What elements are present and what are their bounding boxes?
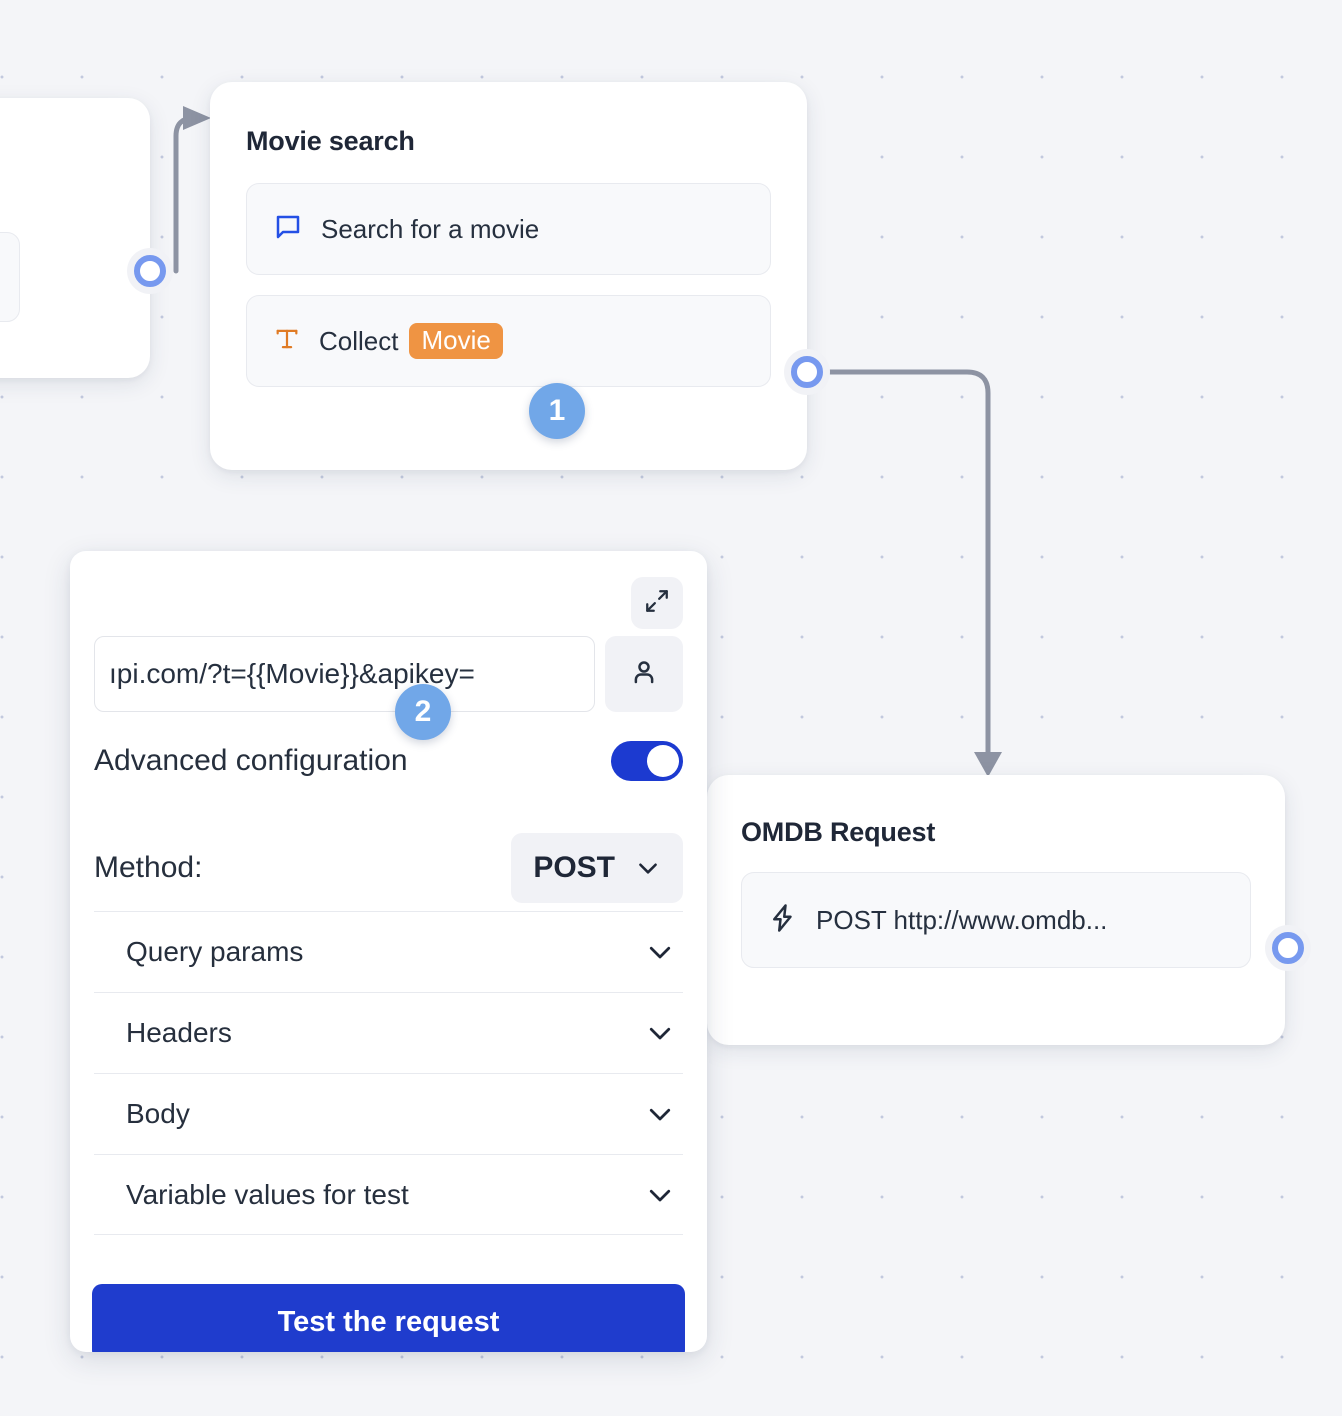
advanced-configuration-row[interactable]: Advanced configuration — [94, 741, 683, 781]
step-badge-2: 2 — [395, 684, 451, 740]
partial-node-card[interactable] — [0, 98, 150, 378]
chevron-down-icon[interactable] — [645, 1099, 675, 1129]
request-config-panel[interactable]: Advanced configuration Method: POST Quer… — [70, 551, 707, 1352]
advanced-configuration-toggle[interactable] — [611, 741, 683, 781]
chevron-down-icon[interactable] — [645, 1018, 675, 1048]
node-row-post-request[interactable]: POST http://www.omdb... — [741, 872, 1251, 968]
method-value: POST — [533, 851, 615, 885]
url-row[interactable] — [94, 636, 683, 712]
auth-user-button[interactable] — [605, 636, 683, 712]
lightning-icon — [768, 903, 798, 938]
partial-node-row[interactable] — [0, 232, 20, 322]
test-the-request-button[interactable]: Test the request — [92, 1284, 685, 1352]
request-sections-accordion: Query params Headers Body Variable value… — [94, 911, 683, 1235]
message-icon — [273, 212, 303, 247]
method-label: Method: — [94, 851, 202, 885]
accordion-item-variable-values-for-test[interactable]: Variable values for test — [94, 1154, 683, 1235]
node-row-label: Collect Movie — [319, 323, 503, 359]
request-url-input[interactable] — [94, 636, 595, 712]
accordion-label: Variable values for test — [126, 1179, 409, 1211]
method-row: Method: POST — [94, 833, 683, 903]
advanced-configuration-label: Advanced configuration — [94, 744, 408, 778]
node-row-search-for-a-movie[interactable]: Search for a movie — [246, 183, 771, 275]
connector-port-left-card[interactable] — [127, 248, 173, 294]
person-icon — [629, 657, 659, 692]
expand-diagonal-icon — [644, 588, 670, 619]
accordion-item-body[interactable]: Body — [94, 1073, 683, 1154]
chevron-down-icon — [635, 855, 661, 881]
chevron-down-icon[interactable] — [645, 937, 675, 967]
node-row-label: POST http://www.omdb... — [816, 905, 1107, 936]
text-type-icon — [273, 325, 301, 358]
movie-search-node[interactable]: Movie search Search for a movie — [210, 82, 807, 470]
variable-chip-movie[interactable]: Movie — [409, 323, 502, 359]
step-badge-1: 1 — [529, 383, 585, 439]
connector-port-omdb-request[interactable] — [1265, 925, 1311, 971]
omdb-request-title: OMDB Request — [741, 817, 1251, 848]
node-row-collect-movie[interactable]: Collect Movie — [246, 295, 771, 387]
accordion-label: Headers — [126, 1017, 232, 1049]
node-row-label: Search for a movie — [321, 214, 539, 245]
omdb-request-node[interactable]: OMDB Request POST http://www.omdb... — [707, 775, 1285, 1045]
accordion-item-headers[interactable]: Headers — [94, 992, 683, 1073]
accordion-item-query-params[interactable]: Query params — [94, 911, 683, 992]
connector-port-movie-search[interactable] — [784, 349, 830, 395]
movie-search-title: Movie search — [246, 126, 771, 157]
accordion-label: Query params — [126, 936, 303, 968]
chevron-down-icon[interactable] — [645, 1180, 675, 1210]
accordion-label: Body — [126, 1098, 190, 1130]
expand-panel-button[interactable] — [631, 577, 683, 629]
method-select[interactable]: POST — [511, 833, 683, 903]
